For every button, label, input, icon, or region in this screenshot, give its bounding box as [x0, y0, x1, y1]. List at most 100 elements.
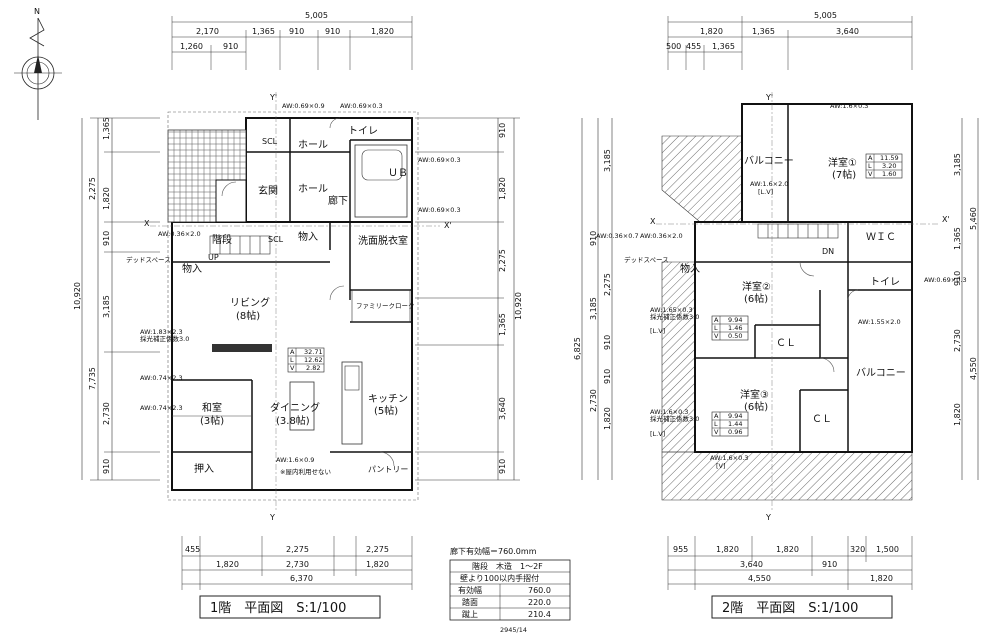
window-note: AW:1.6×0.3 [710, 454, 748, 462]
table-cell: 0.50 [728, 332, 742, 340]
window-note: 採光補正係数3.0 [140, 334, 189, 343]
window-note: AW:1.6×0.3 [650, 408, 688, 416]
area-table-2f-room3: A 9.94 L 1.44 V 0.96 [711, 411, 749, 437]
room-hall: ホール [298, 183, 328, 195]
dim-label: 10,920 [73, 282, 82, 310]
window-note: AW:0.74×2.3 [140, 374, 183, 382]
room-storage: 物入 [680, 262, 700, 275]
table-cell: 3.20 [882, 162, 896, 170]
window-note: ※屋内利用せない [280, 467, 331, 476]
dim-label: 1,820 [498, 177, 507, 200]
axis-label: Y' [269, 93, 277, 102]
dim-label: 4,550 [969, 357, 978, 380]
table-cell: 12.62 [304, 356, 323, 364]
dim-label: 910 [289, 27, 304, 36]
window-note: AW:1.6×0.9 [276, 456, 314, 464]
axis-label: Y' [765, 93, 773, 102]
dim-label: 910 [102, 459, 111, 474]
dim-label: 4,550 [748, 574, 771, 583]
dim-label: 1,820 [371, 27, 394, 36]
room-dining: ダイニング [270, 401, 320, 414]
dim-label: 910 [603, 369, 612, 384]
dim-label: 3,640 [836, 27, 859, 36]
table-cell: L [714, 324, 718, 332]
window-note: 採光補正係数3.0 [650, 414, 699, 423]
room-storage: 物入 [182, 262, 202, 275]
dim-label: 2,730 [589, 389, 598, 412]
area-table-2f-room2: A 9.94 L 1.46 V 0.50 [711, 315, 749, 341]
dim-label: 1,365 [252, 27, 275, 36]
window-note: AW:0.69×0.3 [924, 276, 967, 284]
room-family-closet: ファミリークローク [356, 302, 415, 310]
dim-label: 5,005 [814, 11, 837, 20]
dim-label: 455 [185, 545, 200, 554]
room-toilet: トイレ [870, 277, 900, 288]
dead-space-label: デッドスペース [126, 255, 171, 264]
dim-top-total: 5,005 [305, 11, 328, 20]
table-cell: 有効幅 [458, 585, 482, 595]
table-cell: V [714, 428, 719, 436]
table-cell: 9.94 [728, 412, 742, 420]
dim-label: 1,365 [102, 117, 111, 140]
room-hall: ホール [298, 139, 328, 151]
window-note: AW:0.36×2.0 [158, 230, 201, 238]
dim-label: 5,460 [969, 207, 978, 230]
second-floor-plan: 5,005 1,820 1,365 3,640 500 455 1,365 6,… [573, 11, 979, 590]
table-cell: A [714, 412, 719, 420]
table-cell: L [290, 356, 294, 364]
dim-label: 2,275 [88, 177, 97, 200]
room-walk-in-closet: ＷＩＣ [866, 232, 896, 243]
room-balcony: バルコニー [856, 367, 906, 379]
room-pantry: パントリー [368, 465, 408, 474]
room-entrance: 玄関 [258, 184, 278, 197]
window-note: [L.V] [758, 188, 773, 196]
title-2f: 2階 平面図 S:1/100 [711, 595, 893, 619]
window-note: AW:0.36×2.0 [640, 232, 683, 240]
dim-label: 6,825 [573, 337, 582, 360]
dead-space-label: デッドスペース [624, 255, 669, 264]
window-note: AW:0.69×0.3 [340, 102, 383, 110]
dim-label: 910 [498, 459, 507, 474]
table-cell: 0.96 [728, 428, 742, 436]
dim-label: 1,820 [953, 403, 962, 426]
room-corridor: 廊下 [328, 194, 348, 207]
dim-label: 910 [102, 231, 111, 246]
dim-label: 2,275 [603, 273, 612, 296]
table-cell: 2.82 [306, 364, 320, 372]
window-note: AW:1.6×0.3 [830, 102, 868, 110]
north-label: N [34, 7, 40, 16]
room-storage: 物入 [298, 230, 318, 243]
dim-label: 1,365 [498, 313, 507, 336]
table-cell: A [868, 154, 873, 162]
sheet-code: 2945/14 [500, 626, 527, 634]
window-note: AW:0.36×0.7 [596, 232, 639, 240]
window-note: AW:1.83×2.3 [140, 328, 183, 336]
dim-label: 2,275 [498, 249, 507, 272]
room-closet: 押入 [194, 462, 214, 475]
dim-label: 2,730 [102, 402, 111, 425]
room-bedroom-2: 洋室② [742, 280, 771, 293]
dim-label: 455 [686, 42, 701, 51]
dim-label: 1,820 [216, 560, 239, 569]
dim-label: 6,370 [290, 574, 313, 583]
window-note: [V] [716, 462, 726, 470]
room-toilet: トイレ [348, 126, 378, 137]
room-size: (3帖) [200, 414, 224, 427]
dim-label: 3,640 [740, 560, 763, 569]
window-note: AW:1.65×0.3 [650, 306, 693, 314]
plan-title: 1階 平面図 S:1/100 [210, 601, 346, 616]
window-note: [L.V] [650, 327, 665, 335]
dim-label: 7,735 [88, 367, 97, 390]
dim-label: 1,365 [953, 227, 962, 250]
axis-label: Y [765, 513, 771, 522]
dim-label: 3,185 [589, 297, 598, 320]
table-cell: L [714, 420, 718, 428]
axis-label: X [144, 219, 150, 228]
window-note: 採光補正係数3.0 [650, 312, 699, 321]
dim-label: 500 [666, 42, 681, 51]
table-cell: V [868, 170, 873, 178]
axis-label: X' [942, 215, 950, 224]
room-stairs: 階段 [212, 233, 232, 246]
table-cell: L [868, 162, 872, 170]
